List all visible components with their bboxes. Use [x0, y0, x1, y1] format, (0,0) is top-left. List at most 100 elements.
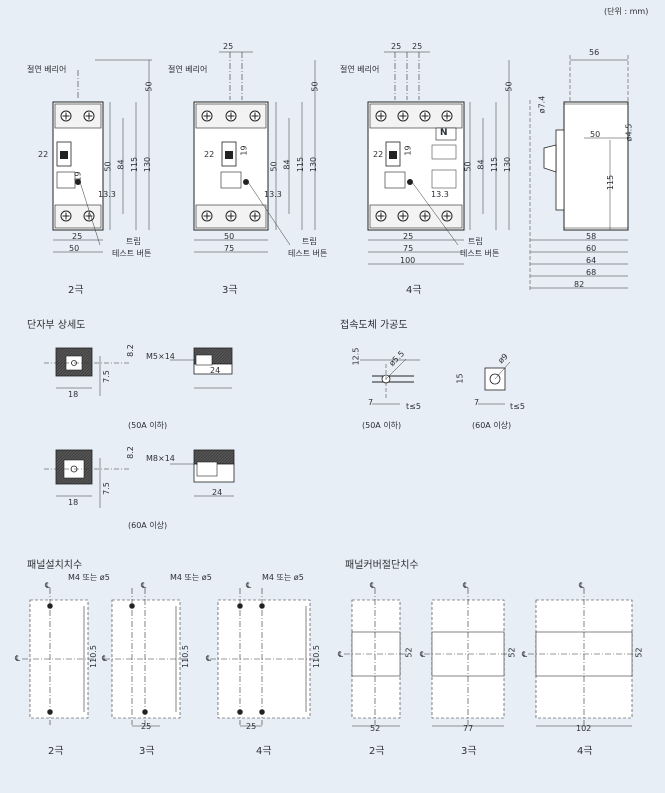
dim-50-bot-3p: 50	[224, 232, 235, 241]
panel-dim-25-3p: 25	[141, 722, 152, 731]
cut-caption-4p: 4극	[577, 746, 593, 757]
terminal-caption-60a: (60A 이상)	[128, 521, 168, 530]
side-dim-phi45: ø4.5	[624, 123, 634, 142]
dim-13-3-4p: 13.3	[431, 190, 449, 199]
conductor-dim-125: 12.5	[351, 347, 361, 366]
terminal-dim-24-50a: 24	[210, 366, 221, 375]
side-dim-50: 50	[590, 130, 601, 139]
panel-cl-top-4p: ℄	[246, 581, 252, 590]
dim-50-mid-4p: 50	[463, 161, 473, 172]
cut-dim-52-v-2p: 52	[404, 647, 414, 658]
dim-25-4p-b: 25	[412, 42, 423, 51]
side-dim-60: 60	[586, 244, 597, 253]
dim-19-4p: 19	[403, 145, 413, 156]
trip-label-2p: 트립	[126, 237, 141, 246]
cut-cl-top-4p: ℄	[579, 581, 585, 590]
side-dim-115: 115	[606, 174, 616, 191]
side-view	[529, 55, 629, 290]
cut-width-3p: 77	[463, 724, 474, 733]
dim-115-4p: 115	[490, 156, 500, 173]
panel-caption-2p: 2극	[48, 746, 64, 757]
barrier-label-2p: 절연 베리어	[27, 65, 67, 74]
test-button-label-4p: 테스트 버튼	[460, 249, 500, 258]
conductor-caption-50a: (50A 이하)	[362, 421, 402, 430]
dim-25-3p: 25	[223, 42, 234, 51]
conductor-dim-15: 15	[455, 373, 465, 384]
dim-50-mid-2p: 50	[103, 161, 113, 172]
terminal-screw-60a: M8×14	[146, 454, 175, 463]
cut-dim-52-v-4p: 52	[634, 647, 644, 658]
dim-25-4p-a: 25	[391, 42, 402, 51]
trip-label-3p: 트립	[302, 237, 317, 246]
front-views	[52, 51, 629, 290]
cut-width-4p: 102	[576, 724, 592, 733]
dim-19-3p: 19	[239, 145, 249, 156]
side-dim-82: 82	[574, 280, 585, 289]
panel-screw-3p: M4 또는 ø5	[170, 573, 212, 582]
dim-50-bot-2p: 50	[69, 244, 80, 253]
conductor-t-60a: t≤5	[510, 402, 525, 411]
terminal-dim-82-60a: 8.2	[125, 446, 135, 459]
terminal-section-title: 단자부 상세도	[27, 320, 86, 331]
front-4pole	[367, 51, 510, 265]
side-dim-phi74: ø7.4	[537, 95, 547, 114]
panel-caption-4p: 4극	[256, 746, 272, 757]
cut-caption-2p: 2극	[369, 746, 385, 757]
dim-84-2p: 84	[116, 159, 126, 170]
conductor-t-50a: t≤5	[406, 402, 421, 411]
terminal-dim-75-50a: 7.5	[101, 370, 111, 383]
test-button-label-3p: 테스트 버튼	[288, 249, 328, 258]
dim-50-top-3p: 50	[310, 81, 320, 92]
cut-cl-left-4p: ℄	[522, 650, 528, 659]
dim-75-bot-3p: 75	[224, 244, 235, 253]
barrier-label-4p: 절연 베리어	[340, 65, 380, 74]
panel-cl-top-2p: ℄	[45, 581, 51, 590]
terminal-dim-24-60a: 24	[212, 488, 223, 497]
dim-19-2p: 19	[73, 171, 83, 182]
dim-13-3-2p: 13.3	[98, 190, 116, 199]
side-dim-56: 56	[589, 48, 600, 57]
dim-25-bot-2p: 25	[72, 232, 83, 241]
caption-4pole: 4극	[406, 285, 422, 296]
panel-mount-section-title: 패널설치치수	[27, 560, 83, 571]
panel-dim-1105-3p: 110.5	[180, 645, 190, 668]
dim-100-bot-4p: 100	[400, 256, 416, 265]
conductor-dim-7-60a: 7	[474, 398, 480, 407]
cut-width-2p: 52	[370, 724, 381, 733]
dim-50-top-2p: 50	[144, 81, 154, 92]
panel-dim-1105-2p: 110.5	[88, 645, 98, 668]
dim-75-bot-4p: 75	[403, 244, 414, 253]
panel-screw-2p: M4 또는 ø5	[68, 573, 110, 582]
terminal-caption-50a: (50A 이하)	[128, 421, 168, 430]
front-2pole	[52, 59, 152, 253]
cut-cl-top-3p: ℄	[463, 581, 469, 590]
terminal-dim-82-50a: 8.2	[125, 344, 135, 357]
panel-screw-4p: M4 또는 ø5	[262, 573, 304, 582]
panel-cl-top-3p: ℄	[141, 581, 147, 590]
dim-115-3p: 115	[296, 156, 306, 173]
dim-115-2p: 115	[130, 156, 140, 173]
cut-cl-top-2p: ℄	[370, 581, 376, 590]
dim-84-4p: 84	[476, 159, 486, 170]
dim-50-mid-3p: 50	[269, 161, 279, 172]
trip-label-4p: 트립	[468, 237, 483, 246]
panel-cl-left-3p: ℄	[102, 654, 108, 663]
dim-13-3-3p: 13.3	[264, 190, 282, 199]
neutral-pole-mark: N	[440, 128, 448, 138]
dim-84-3p: 84	[282, 159, 292, 170]
conductor-section-title: 접속도체 가공도	[340, 320, 408, 331]
dim-130-3p: 130	[309, 156, 319, 173]
side-dim-68: 68	[586, 268, 597, 277]
dim-22-3p: 22	[204, 150, 215, 159]
dim-22-4p: 22	[373, 150, 384, 159]
cut-cl-left-2p: ℄	[338, 650, 344, 659]
dim-50-top-4p: 50	[504, 81, 514, 92]
terminal-dim-18-50a: 18	[68, 390, 79, 399]
barrier-label-3p: 절연 베리어	[168, 65, 208, 74]
terminal-dim-75-60a: 7.5	[101, 482, 111, 495]
unit-label: (단위 : mm)	[604, 7, 649, 16]
side-dim-58: 58	[586, 232, 597, 241]
cut-cl-left-3p: ℄	[420, 650, 426, 659]
caption-2pole: 2극	[68, 285, 84, 296]
